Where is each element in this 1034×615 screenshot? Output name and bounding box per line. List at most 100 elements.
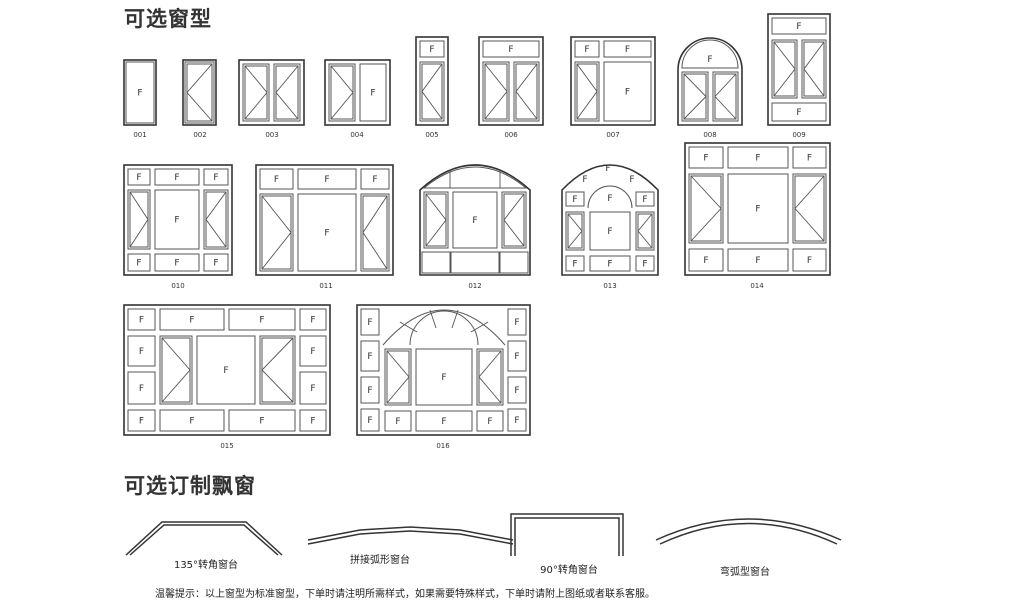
pane-mark-f: F (508, 45, 513, 55)
pane-mark-f: F (472, 216, 477, 226)
pane-mark-f: F (584, 45, 589, 55)
pane-mark-f: F (807, 154, 812, 164)
pane-mark-f: F (605, 164, 610, 174)
pane-mark-f: F (174, 173, 179, 183)
bay-label: 135°转角窗台 (174, 558, 238, 571)
pane-mark-f: F (429, 45, 434, 55)
window-code: 006 (504, 131, 518, 139)
bay-window-spliced-arc: 拼接弧形窗台 (307, 526, 514, 566)
pane-mark-f: F (572, 260, 577, 270)
window-code: 001 (133, 131, 146, 139)
window-type: F F F 007 (570, 36, 656, 139)
pane-mark-f: F (395, 417, 400, 427)
pane-mark-f: F (274, 175, 279, 185)
pane-mark-f: F (174, 216, 179, 226)
pane-mark-f: F (139, 384, 144, 394)
pane-mark-f: F (189, 316, 194, 326)
window-code: 004 (350, 131, 364, 139)
window-code: 002 (193, 131, 206, 139)
pane-mark-f: F (213, 173, 218, 183)
pane-mark-f: F (310, 384, 315, 394)
window-code: 015 (220, 442, 233, 450)
window-code: 007 (606, 131, 619, 139)
pane-mark-f: F (625, 45, 630, 55)
window-type: F 006 (478, 36, 544, 139)
pane-mark-f: F (324, 229, 329, 239)
window-code: 009 (792, 131, 805, 139)
bay-window-90-degree-corner: 90°转角窗台 (510, 513, 624, 576)
pane-mark-f: F (139, 316, 144, 326)
pane-mark-f: F (310, 347, 315, 357)
bay-outline (125, 521, 283, 556)
bay-window-curved-arc: 弯弧型窗台 (655, 518, 842, 578)
window-type: F 004 (324, 59, 391, 139)
pane-mark-f: F (223, 366, 228, 376)
bay-outline (655, 518, 842, 545)
pane-mark-f: F (796, 22, 801, 32)
pane-mark-f: F (259, 417, 264, 427)
window-type: F 008 (677, 37, 743, 139)
pane-mark-f: F (607, 227, 612, 237)
pane-mark-f: F (139, 347, 144, 357)
window-code: 011 (319, 282, 332, 290)
pane-mark-f: F (213, 259, 218, 269)
window-code: 012 (468, 282, 481, 290)
window-code: 008 (703, 131, 716, 139)
window-type: F 012 (419, 164, 531, 290)
bay-label: 拼接弧形窗台 (350, 553, 410, 566)
window-type: F 001 (123, 59, 157, 139)
pane-mark-f: F (139, 417, 144, 427)
pane-mark-f: F (514, 416, 519, 426)
pane-mark-f: F (629, 175, 634, 185)
notice-text: 温馨提示：以上窗型为标准窗型，下单时请注明所需样式，如果需要特殊样式，下单时请附… (155, 589, 655, 600)
window-code: 003 (265, 131, 278, 139)
pane-mark-f: F (189, 417, 194, 427)
pane-mark-f: F (174, 259, 179, 269)
pane-mark-f: F (136, 259, 141, 269)
pane-mark-f: F (372, 175, 377, 185)
pane-mark-f: F (441, 417, 446, 427)
window-code: 016 (436, 442, 450, 450)
window-code: 013 (603, 282, 616, 290)
window-code: 010 (171, 282, 184, 290)
pane-mark-f: F (487, 417, 492, 427)
pane-mark-f: F (514, 352, 519, 362)
bay-label: 90°转角窗台 (540, 563, 598, 576)
pane-mark-f: F (807, 256, 812, 266)
bay-outline (510, 513, 624, 556)
pane-mark-f: F (367, 386, 372, 396)
pane-mark-f: F (370, 89, 375, 99)
pane-mark-f: F (310, 316, 315, 326)
pane-mark-f: F (572, 195, 577, 205)
pane-mark-f: F (642, 260, 647, 270)
section-title-bay-windows: 可选订制飘窗 (124, 474, 256, 498)
pane-mark-f: F (755, 256, 760, 266)
pane-mark-f: F (642, 195, 647, 205)
pane-mark-f: F (755, 154, 760, 164)
pane-mark-f: F (367, 416, 372, 426)
pane-mark-f: F (441, 373, 446, 383)
pane-mark-f: F (703, 154, 708, 164)
window-type: 002 (182, 59, 217, 139)
window-code: 005 (425, 131, 438, 139)
pane-mark-f: F (625, 88, 630, 98)
pane-mark-f: F (259, 316, 264, 326)
pane-mark-f: F (514, 318, 519, 328)
pane-mark-f: F (137, 89, 142, 99)
pane-mark-f: F (703, 256, 708, 266)
window-code: 014 (750, 282, 764, 290)
pane-mark-f: F (607, 194, 612, 204)
bay-window-135-degree-corner: 135°转角窗台 (125, 521, 283, 571)
pane-mark-f: F (707, 55, 712, 65)
section-title-window-types: 可选窗型 (124, 7, 212, 31)
bay-outline (307, 526, 514, 545)
window-type: 003 (238, 59, 305, 139)
